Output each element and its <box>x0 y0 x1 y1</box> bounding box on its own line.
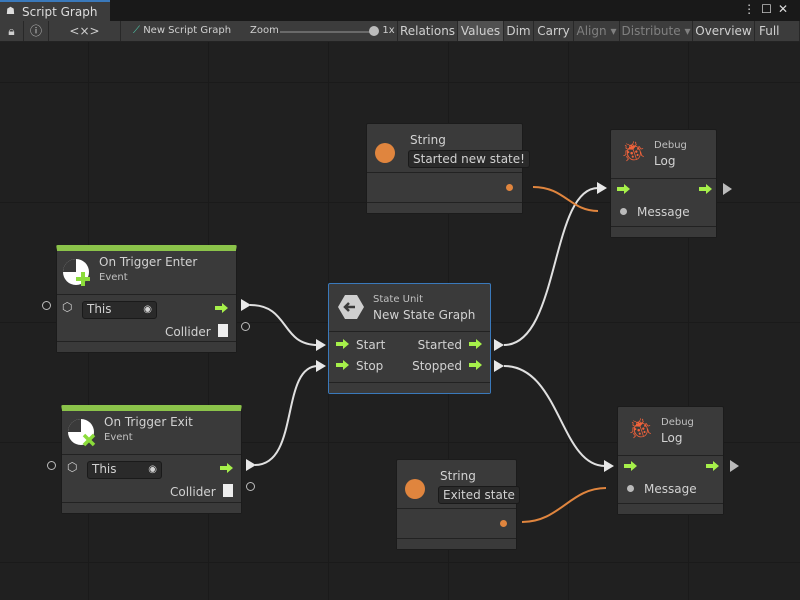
wire-exit-stop <box>254 365 319 466</box>
bug-icon: 🐞︎ <box>621 139 647 163</box>
variables-button[interactable]: <×> <box>49 21 121 41</box>
gameobject-icon: ⬡ <box>62 300 73 314</box>
zoom-slider-handle[interactable] <box>369 26 379 36</box>
on-trigger-exit-node[interactable]: On Trigger Exit Event ⬡ This◉ Collider <box>61 405 242 514</box>
value-output-port[interactable] <box>500 520 507 527</box>
close-icon[interactable]: ✕ <box>777 2 794 16</box>
zoom-label: Zoom <box>250 25 279 36</box>
enter-flow-output-port[interactable] <box>241 299 251 311</box>
trigger-exit-icon <box>68 419 96 447</box>
target-field[interactable]: This◉ <box>82 301 157 319</box>
values-button[interactable]: Values <box>458 21 504 41</box>
maximize-icon[interactable]: ☐ <box>761 2 778 16</box>
wire-string1-message <box>532 186 599 212</box>
target-field[interactable]: This◉ <box>87 461 162 479</box>
flow-input-arrow-icon[interactable] <box>617 184 631 194</box>
string-icon <box>375 143 395 163</box>
stopped-output-port[interactable] <box>494 360 504 372</box>
started-output-arrow-icon[interactable] <box>469 339 483 349</box>
string-value-field[interactable]: Started new state! <box>408 150 530 168</box>
wire-stopped-log2 <box>503 365 606 467</box>
title-bar: ☗Script Graph ⋮☐✕ <box>0 0 800 21</box>
message-port[interactable] <box>620 208 627 215</box>
flow-input-arrow-icon[interactable] <box>624 461 638 471</box>
string-icon <box>405 479 425 499</box>
overview-button[interactable]: Overview <box>693 21 755 41</box>
start-input-port[interactable] <box>316 339 326 351</box>
collider-icon <box>223 484 233 497</box>
on-trigger-enter-node[interactable]: On Trigger Enter Event ⬡ This◉ Collider <box>56 245 237 353</box>
flow-output-arrow-icon[interactable] <box>699 184 713 194</box>
relations-button[interactable]: Relations <box>398 21 458 41</box>
bug-icon: 🐞︎ <box>628 416 654 440</box>
stop-input-port[interactable] <box>316 360 326 372</box>
gameobject-icon: ⬡ <box>67 460 78 474</box>
string-node-2[interactable]: String Exited state <box>396 459 520 550</box>
object-picker-icon: ◉ <box>148 464 157 475</box>
state-unit-icon <box>338 295 364 319</box>
dim-button[interactable]: Dim <box>504 21 534 41</box>
info-icon[interactable]: ⓘ <box>24 21 49 41</box>
graph-breadcrumb[interactable]: ⟋ New Script Graph <box>133 25 232 36</box>
debug-log-node-1[interactable]: 🐞︎ Debug Log Message <box>610 129 717 238</box>
message-port[interactable] <box>627 485 634 492</box>
enter-target-input-port[interactable] <box>42 301 51 310</box>
debug-log-node-2[interactable]: 🐞︎ Debug Log Message <box>617 406 724 515</box>
started-output-port[interactable] <box>494 339 504 351</box>
trigger-enter-icon <box>63 259 90 286</box>
lock-icon[interactable]: 🔒︎ <box>0 21 24 41</box>
log1-flow-input-port[interactable] <box>597 182 607 194</box>
exit-collider-output-port[interactable] <box>246 482 255 491</box>
log1-output-port[interactable] <box>723 183 732 195</box>
log2-flow-input-port[interactable] <box>604 460 614 472</box>
carry-button[interactable]: Carry <box>534 21 574 41</box>
graph-icon: ⟋ <box>133 25 144 36</box>
stop-input-arrow-icon[interactable] <box>336 360 350 370</box>
string-node-1[interactable]: String Started new state! <box>366 123 530 214</box>
flow-output-arrow-icon[interactable] <box>215 303 229 313</box>
tab-script-graph[interactable]: ☗Script Graph <box>0 0 110 21</box>
wire-string2-message <box>521 487 607 523</box>
value-output-port[interactable] <box>506 184 513 191</box>
zoom-slider[interactable] <box>280 31 375 33</box>
distribute-dropdown[interactable]: Distribute ▾ <box>620 21 693 41</box>
flow-output-arrow-icon[interactable] <box>706 461 720 471</box>
collider-icon <box>218 324 228 337</box>
enter-collider-output-port[interactable] <box>241 322 250 331</box>
wire-enter-start <box>249 304 319 346</box>
toolbar: 🔒︎ ⓘ <×> ⟋ New Script Graph Zoom 1x Rela… <box>0 21 800 42</box>
flow-output-arrow-icon[interactable] <box>220 463 234 473</box>
start-input-arrow-icon[interactable] <box>336 339 350 349</box>
log2-output-port[interactable] <box>730 460 739 472</box>
stopped-output-arrow-icon[interactable] <box>469 360 483 370</box>
state-unit-node[interactable]: State Unit New State Graph Start Stop St… <box>328 283 491 394</box>
string-value-field[interactable]: Exited state <box>438 486 520 504</box>
zoom-value: 1x <box>380 21 398 41</box>
exit-target-input-port[interactable] <box>47 461 56 470</box>
object-picker-icon: ◉ <box>143 304 152 315</box>
wire-started-log1 <box>503 187 599 346</box>
align-dropdown[interactable]: Align ▾ <box>574 21 620 41</box>
exit-flow-output-port[interactable] <box>246 459 256 471</box>
more-icon[interactable]: ⋮ <box>743 2 762 16</box>
hierarchy-icon: ☗ <box>6 6 15 17</box>
